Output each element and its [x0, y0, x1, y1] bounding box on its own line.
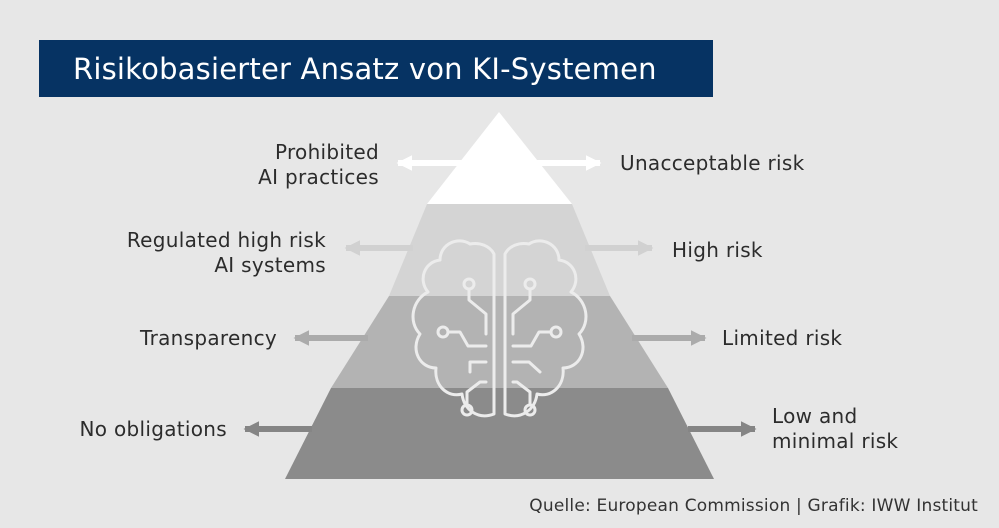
label-line: minimal risk — [772, 429, 899, 453]
pyramid-layer-minimal — [285, 388, 714, 479]
label-line: Regulated high risk — [126, 228, 326, 252]
label-unacceptable-risk: Unacceptable risk — [620, 151, 804, 176]
label-transparency: Transparency — [140, 326, 277, 351]
pyramid-layer-limited — [331, 296, 668, 388]
pyramid-layer-unacceptable — [427, 112, 572, 204]
page-title: Risikobasierter Ansatz von KI-Systemen — [73, 51, 657, 86]
label-line: Limited risk — [722, 326, 843, 350]
source-credit: Quelle: European Commission | Grafik: IW… — [529, 496, 978, 516]
label-regulated-high-risk: Regulated high risk AI systems — [127, 228, 326, 278]
label-line: Low and — [772, 404, 858, 428]
label-line: Transparency — [140, 326, 277, 350]
label-line: High risk — [672, 238, 763, 262]
label-line: Prohibited — [274, 140, 379, 164]
title-bar: Risikobasierter Ansatz von KI-Systemen — [39, 40, 713, 97]
label-line: No obligations — [79, 417, 227, 441]
brain-circuit-icon — [411, 239, 588, 418]
label-line: AI practices — [258, 165, 379, 189]
label-line: AI systems — [214, 253, 326, 277]
label-no-obligations: No obligations — [80, 417, 227, 442]
label-limited-risk: Limited risk — [722, 326, 842, 351]
label-prohibited-ai-practices: Prohibited AI practices — [258, 140, 379, 190]
label-line: Unacceptable risk — [620, 151, 805, 175]
label-high-risk: High risk — [672, 238, 763, 263]
pyramid-layer-high — [389, 204, 610, 296]
label-low-minimal-risk: Low and minimal risk — [772, 404, 898, 454]
